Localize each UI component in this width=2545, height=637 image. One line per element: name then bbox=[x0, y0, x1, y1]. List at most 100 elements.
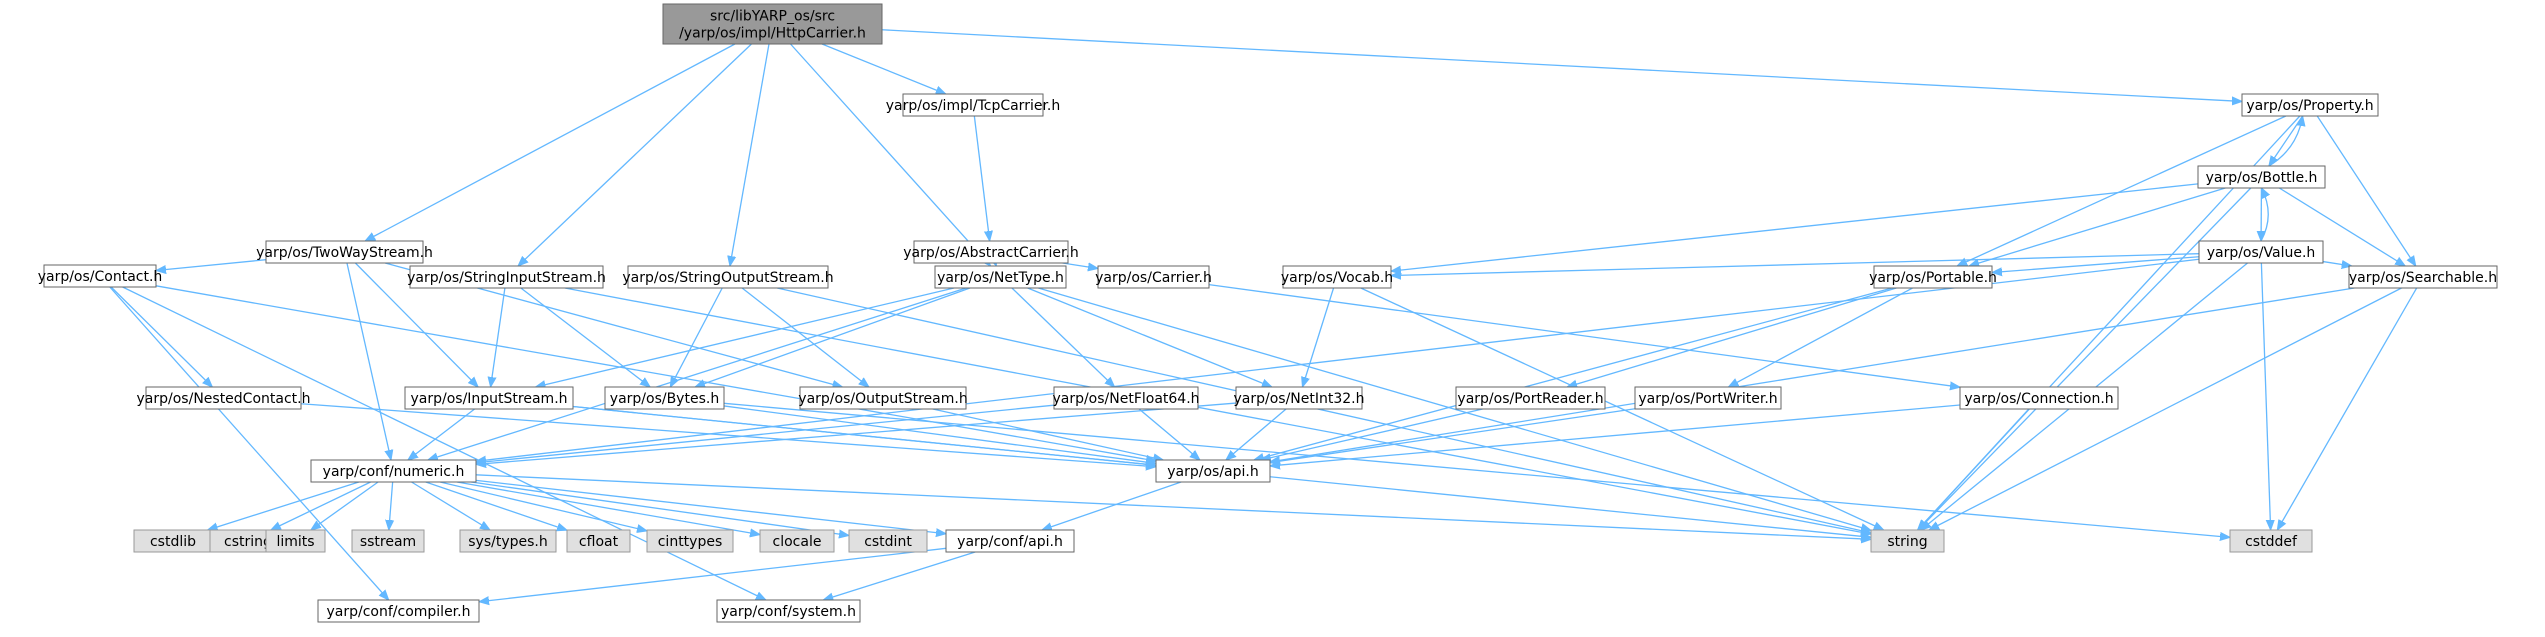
edge-numeric-to-cstdint bbox=[471, 481, 849, 535]
node-osapi[interactable]: yarp/os/api.h bbox=[1155, 459, 1271, 483]
node-outputstream-box bbox=[799, 386, 967, 410]
edge-value-to-numeric bbox=[476, 258, 2200, 461]
edge-portable-to-portreader bbox=[1567, 287, 1897, 387]
node-bottle-label: yarp/os/Bottle.h bbox=[2206, 170, 2318, 186]
node-twowaystream[interactable]: yarp/os/TwoWayStream.h bbox=[256, 240, 433, 264]
edge-searchable-to-cstddef bbox=[2277, 287, 2418, 530]
edge-vocab-to-netint32 bbox=[1302, 287, 1335, 387]
node-bytes-box bbox=[604, 386, 725, 410]
node-twowaystream-label: yarp/os/TwoWayStream.h bbox=[256, 245, 433, 261]
node-osapi-box bbox=[1155, 459, 1271, 483]
node-cstdint-label: cstdint bbox=[864, 534, 912, 550]
node-searchable-label: yarp/os/Searchable.h bbox=[2349, 270, 2497, 286]
node-clocale[interactable]: clocale bbox=[759, 529, 835, 553]
node-stringinputstream[interactable]: yarp/os/StringInputStream.h bbox=[407, 265, 606, 289]
node-property-box bbox=[2241, 93, 2379, 117]
edge-root-to-twowaystream bbox=[365, 43, 736, 241]
node-vocab[interactable]: yarp/os/Vocab.h bbox=[1281, 265, 1393, 289]
node-netint32[interactable]: yarp/os/NetInt32.h bbox=[1233, 386, 1365, 410]
node-searchable[interactable]: yarp/os/Searchable.h bbox=[2348, 265, 2498, 289]
node-portreader[interactable]: yarp/os/PortReader.h bbox=[1455, 386, 1606, 410]
node-system[interactable]: yarp/conf/system.h bbox=[716, 599, 861, 623]
edge-numeric-to-limits bbox=[311, 481, 379, 530]
node-connection[interactable]: yarp/os/Connection.h bbox=[1959, 386, 2119, 410]
node-systypes[interactable]: sys/types.h bbox=[459, 529, 557, 553]
node-tcpcarrier-box bbox=[902, 93, 1044, 117]
node-property[interactable]: yarp/os/Property.h bbox=[2241, 93, 2379, 117]
edge-stringinputstream-to-string bbox=[564, 287, 1871, 534]
node-portable[interactable]: yarp/os/Portable.h bbox=[1869, 265, 1997, 289]
node-limits-box bbox=[265, 529, 326, 553]
edge-value-to-vocab bbox=[1391, 253, 2200, 276]
node-property-label: yarp/os/Property.h bbox=[2246, 98, 2373, 114]
edge-confapi-to-system bbox=[823, 551, 976, 600]
node-contact[interactable]: yarp/os/Contact.h bbox=[38, 264, 163, 288]
node-string[interactable]: string bbox=[1870, 529, 1945, 553]
node-root[interactable]: src/libYARP_os/src/yarp/os/impl/HttpCarr… bbox=[662, 3, 883, 45]
edge-netint32-to-numeric bbox=[476, 402, 1237, 464]
edge-nestedcontact-to-osapi bbox=[300, 403, 1156, 467]
node-cstdint[interactable]: cstdint bbox=[848, 529, 928, 553]
node-portable-box bbox=[1873, 265, 1993, 289]
edges-layer bbox=[109, 29, 2418, 602]
node-inputstream[interactable]: yarp/os/InputStream.h bbox=[404, 386, 574, 410]
node-cstddef[interactable]: cstddef bbox=[2229, 529, 2313, 553]
node-tcpcarrier[interactable]: yarp/os/impl/TcpCarrier.h bbox=[886, 93, 1061, 117]
node-systypes-box bbox=[459, 529, 557, 553]
node-compiler[interactable]: yarp/conf/compiler.h bbox=[317, 599, 480, 623]
node-confapi[interactable]: yarp/conf/api.h bbox=[945, 529, 1075, 553]
edge-numeric-to-cstring bbox=[271, 481, 371, 531]
node-sstream[interactable]: sstream bbox=[351, 529, 425, 553]
node-root-label: /yarp/os/impl/HttpCarrier.h bbox=[679, 26, 866, 42]
node-numeric[interactable]: yarp/conf/numeric.h bbox=[310, 459, 477, 483]
node-inputstream-box bbox=[404, 386, 574, 410]
edge-value-to-bottle bbox=[2260, 188, 2268, 242]
node-limits-label: limits bbox=[276, 534, 314, 550]
edge-connection-to-osapi bbox=[1270, 404, 1961, 466]
node-cfloat[interactable]: cfloat bbox=[566, 529, 631, 553]
edge-property-to-bottle bbox=[2269, 115, 2304, 166]
node-limits[interactable]: limits bbox=[265, 529, 326, 553]
node-compiler-label: yarp/conf/compiler.h bbox=[327, 604, 471, 620]
node-bottle[interactable]: yarp/os/Bottle.h bbox=[2197, 165, 2326, 189]
node-value[interactable]: yarp/os/Value.h bbox=[2198, 240, 2324, 264]
node-nettype-label: yarp/os/NetType.h bbox=[937, 270, 1064, 286]
node-bottle-box bbox=[2197, 165, 2326, 189]
node-cstdint-box bbox=[848, 529, 928, 553]
edge-value-to-searchable bbox=[2322, 262, 2352, 266]
edge-nettype-to-netfloat64 bbox=[1011, 287, 1115, 387]
node-nestedcontact-label: yarp/os/NestedContact.h bbox=[137, 391, 311, 407]
node-stringoutputstream[interactable]: yarp/os/StringOutputStream.h bbox=[622, 265, 834, 289]
node-outputstream[interactable]: yarp/os/OutputStream.h bbox=[798, 386, 968, 410]
node-portwriter-label: yarp/os/PortWriter.h bbox=[1638, 391, 1777, 407]
node-cstdlib[interactable]: cstdlib bbox=[133, 529, 213, 553]
node-cstdlib-label: cstdlib bbox=[150, 534, 196, 550]
edge-numeric-to-confapi bbox=[475, 479, 946, 533]
node-tcpcarrier-label: yarp/os/impl/TcpCarrier.h bbox=[886, 98, 1061, 114]
edge-searchable-to-osapi bbox=[1270, 287, 2355, 462]
node-compiler-box bbox=[317, 599, 480, 623]
node-systypes-label: sys/types.h bbox=[468, 534, 547, 550]
edge-netfloat64-to-numeric bbox=[476, 404, 1055, 463]
node-contact-label: yarp/os/Contact.h bbox=[38, 269, 163, 285]
node-carrier-box bbox=[1097, 265, 1210, 289]
node-cstddef-box bbox=[2229, 529, 2313, 553]
node-nettype[interactable]: yarp/os/NetType.h bbox=[934, 265, 1067, 289]
node-netfloat64[interactable]: yarp/os/NetFloat64.h bbox=[1052, 386, 1200, 410]
node-outputstream-label: yarp/os/OutputStream.h bbox=[798, 391, 967, 407]
edge-netint32-to-osapi bbox=[1226, 408, 1287, 460]
node-portwriter[interactable]: yarp/os/PortWriter.h bbox=[1634, 386, 1782, 410]
node-abstractcarrier[interactable]: yarp/os/AbstractCarrier.h bbox=[903, 240, 1079, 264]
node-bytes[interactable]: yarp/os/Bytes.h bbox=[604, 386, 725, 410]
node-carrier[interactable]: yarp/os/Carrier.h bbox=[1095, 265, 1212, 289]
node-nestedcontact[interactable]: yarp/os/NestedContact.h bbox=[137, 386, 311, 410]
node-cinttypes[interactable]: cinttypes bbox=[646, 529, 734, 553]
edge-twowaystream-to-numeric bbox=[346, 262, 391, 460]
edge-inputstream-to-numeric bbox=[408, 408, 476, 460]
node-portreader-box bbox=[1455, 386, 1606, 410]
edge-contact-to-compiler bbox=[109, 286, 389, 600]
edge-root-to-tcpcarrier bbox=[821, 43, 946, 95]
node-portwriter-box bbox=[1634, 386, 1782, 410]
edge-bottle-to-vocab bbox=[1391, 183, 2199, 271]
